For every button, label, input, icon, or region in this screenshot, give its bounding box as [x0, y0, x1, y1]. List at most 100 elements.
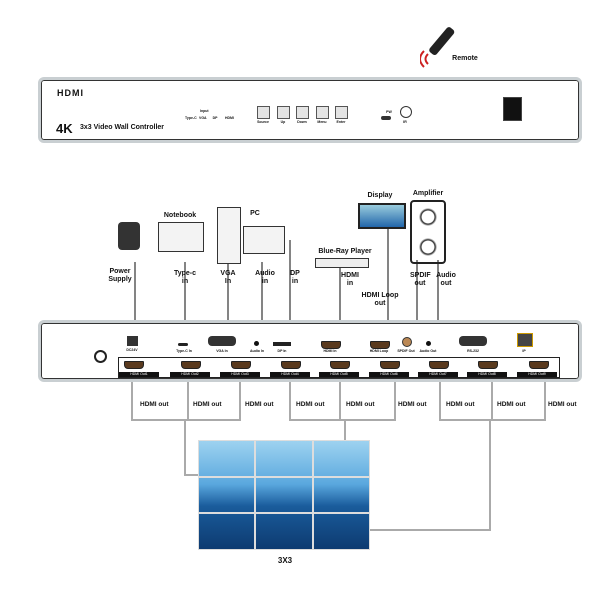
hdmi-out-cable-label-8: HDMI out: [497, 401, 526, 408]
menu-label: Menu: [317, 120, 327, 124]
input-led-dp: DP: [212, 116, 218, 120]
input-led-typec: Type-C: [185, 116, 197, 120]
hdmi-loop-port: [370, 341, 390, 349]
hdmi-in-label: HDMI in: [341, 272, 359, 287]
hdmi-out-label-1: HDMI Out1: [119, 372, 159, 377]
hdmi-out-label-8: HDMI Out8: [467, 372, 507, 377]
port-label-dp: DP In: [277, 349, 287, 353]
ir-receiver-icon: [400, 106, 412, 118]
port-label-ip: IP: [522, 349, 526, 353]
power-supply-label: Power Supply: [108, 268, 132, 283]
hdmi-out-port-5: [330, 361, 350, 369]
hdmi-out-label-3: HDMI Out3: [220, 372, 260, 377]
remote-label: Remote: [452, 55, 478, 62]
wall-label: 3X3: [277, 556, 293, 565]
spdif-out-label: SPDIF out: [410, 272, 431, 287]
hdmi-out-cable-label-6: HDMI out: [398, 401, 427, 408]
audio-out-label: Audio out: [436, 272, 456, 287]
hdmi-out-label-9: HDMI Out9: [517, 372, 557, 377]
bluray-label: Blue-Ray Player: [318, 248, 372, 255]
port-label-dc24v: DC24V: [126, 348, 138, 352]
enter-label: Enter: [336, 120, 346, 124]
port-label-hdmi-in: HDMI In: [323, 349, 337, 353]
pw-label: PW: [386, 110, 392, 114]
hdmi-out-label-4: HDMI Out4: [270, 372, 310, 377]
port-label-hdmi-loop: HDMI Loop: [369, 349, 389, 353]
model-name: 3x3 Video Wall Controller: [80, 124, 165, 131]
display-icon: [358, 203, 406, 229]
bluray-player-icon: [315, 258, 369, 268]
hdmi-out-label-6: HDMI Out6: [369, 372, 409, 377]
power-switch[interactable]: [503, 97, 522, 121]
vga-in-label: VGA In: [220, 270, 236, 285]
input-title: Input: [200, 109, 209, 113]
menu-button[interactable]: [316, 106, 329, 119]
hdmi-out-cable-label-7: HDMI out: [446, 401, 475, 408]
hdmi-out-cable-label-9: HDMI out: [548, 401, 577, 408]
hdmi-out-port-3: [231, 361, 251, 369]
amplifier-label: Amplifier: [412, 190, 444, 197]
front-panel: [38, 77, 582, 143]
typec-port: [178, 343, 188, 346]
pc-tower-icon: [217, 207, 241, 264]
typec-in-label: Type-c in: [173, 270, 197, 285]
hdmi-out-port-7: [429, 361, 449, 369]
port-label-audio-out: Audio Out: [419, 349, 437, 353]
port-label-spdif: SPDIF Out: [397, 349, 415, 353]
rs232-port: [459, 336, 487, 346]
hdmi-out-cable-label-5: HDMI out: [346, 401, 375, 408]
ir-label: IR: [403, 120, 407, 124]
vga-port: [208, 336, 236, 346]
hdmi-logo: HDMI: [57, 88, 84, 98]
hdmi-out-cable-label-1: HDMI out: [140, 401, 169, 408]
source-label: Source: [257, 120, 269, 124]
input-led-hdmi: HDMI: [225, 116, 234, 120]
hdmi-out-port-8: [478, 361, 498, 369]
port-label-rs232: RS-232: [467, 349, 479, 353]
up-button[interactable]: [277, 106, 290, 119]
usb-port: [381, 116, 391, 120]
hdmi-out-port-6: [380, 361, 400, 369]
dp-in-label: DP in: [290, 270, 300, 285]
port-label-audio-in: Audio In: [250, 349, 264, 353]
rear-panel: [38, 320, 582, 382]
video-wall: [198, 440, 370, 550]
hdmi-out-port-4: [281, 361, 301, 369]
display-label: Display: [367, 192, 393, 199]
notebook-label: Notebook: [163, 212, 197, 219]
hdmi-output-strip: HDMI Out1 HDMI Out2 HDMI Out3 HDMI Out4 …: [118, 357, 560, 378]
down-label: Down: [297, 120, 307, 124]
model-4k: 4K: [56, 121, 73, 136]
notebook-icon: [158, 222, 204, 252]
hdmi-out-port-2: [181, 361, 201, 369]
hdmi-out-cable-label-3: HDMI out: [245, 401, 274, 408]
audio-in-jack: [254, 341, 259, 346]
port-label-typec: Type-C In: [176, 349, 192, 353]
monitor-icon: [243, 226, 285, 254]
port-label-vga: VGA In: [216, 349, 228, 353]
hdmi-in-port: [321, 341, 341, 349]
hdmi-out-cable-label-2: HDMI out: [193, 401, 222, 408]
hdmi-out-port-9: [529, 361, 549, 369]
enter-button[interactable]: [335, 106, 348, 119]
hdmi-out-label-5: HDMI Out5: [319, 372, 359, 377]
amplifier-icon: [410, 200, 446, 264]
hdmi-out-label-2: HDMI Out2: [170, 372, 210, 377]
pc-label: PC: [250, 210, 260, 217]
remote-icon: [420, 27, 455, 68]
dp-port: [273, 342, 291, 346]
audio-in-label: Audio in: [255, 270, 275, 285]
dc-jack: [127, 336, 138, 346]
ground-terminal-icon: [94, 350, 107, 363]
audio-out-jack: [426, 341, 431, 346]
down-button[interactable]: [296, 106, 309, 119]
up-label: Up: [280, 120, 286, 124]
source-button[interactable]: [257, 106, 270, 119]
hdmi-out-cable-label-4: HDMI out: [296, 401, 325, 408]
hdmi-loop-out-label: HDMI Loop out: [361, 292, 399, 307]
hdmi-out-label-7: HDMI Out7: [418, 372, 458, 377]
power-adapter-icon: [118, 222, 140, 250]
input-led-vga: VGA: [199, 116, 207, 120]
